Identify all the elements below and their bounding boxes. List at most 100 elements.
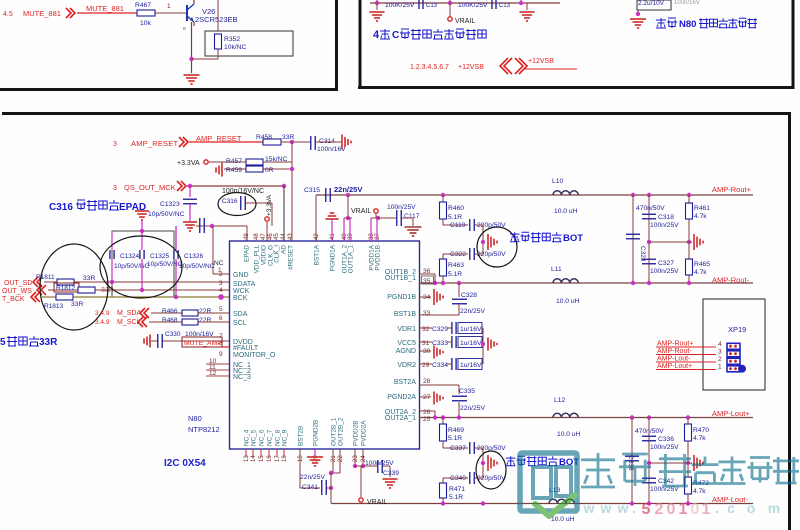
svg-text:4.7k: 4.7k (694, 269, 707, 276)
svg-text:GND: GND (233, 272, 249, 279)
svg-text:47: 47 (261, 233, 267, 240)
svg-text:I2C 0X54: I2C 0X54 (164, 458, 206, 469)
svg-text:C328: C328 (461, 292, 477, 299)
svg-text:OUT1A_2: OUT1A_2 (342, 245, 349, 274)
svg-text:w: w (600, 500, 612, 516)
svg-text:BST1B: BST1B (394, 311, 417, 318)
svg-text:21: 21 (331, 455, 337, 462)
svg-text:MUTE_881: MUTE_881 (23, 9, 61, 18)
svg-text:R467: R467 (135, 2, 151, 9)
svg-text:2: 2 (655, 501, 664, 518)
svg-text:44: 44 (281, 233, 287, 240)
svg-text:C330: C330 (165, 331, 181, 338)
svg-text:24: 24 (361, 455, 367, 462)
svg-text:AMP-Rout+: AMP-Rout+ (712, 185, 752, 194)
svg-text:C13: C13 (499, 3, 511, 9)
svg-text:+3.3VA: +3.3VA (266, 194, 273, 216)
svg-text:w: w (617, 500, 629, 516)
svg-text:22R: 22R (199, 317, 211, 324)
svg-text:R458: R458 (256, 134, 272, 141)
svg-text:10p/50V/NC: 10p/50V/NC (179, 263, 215, 270)
svg-text:22R: 22R (199, 308, 211, 315)
svg-text:100n/16V: 100n/16V (317, 146, 346, 153)
svg-text:OUT1A_1: OUT1A_1 (348, 245, 355, 274)
svg-text:CLK_O: CLK_O (268, 245, 275, 266)
svg-text:16: 16 (267, 455, 273, 462)
svg-text:10.0 uH: 10.0 uH (551, 516, 575, 523)
svg-text:V26: V26 (202, 7, 215, 16)
svg-text:R463: R463 (448, 262, 464, 269)
svg-text:100n/16V: 100n/16V (185, 331, 214, 338)
svg-text:SDA: SDA (233, 311, 248, 318)
svg-text:QS_OUT_MCK: QS_OUT_MCK (124, 183, 176, 192)
svg-text:10p/50V/NC: 10p/50V/NC (147, 261, 183, 268)
svg-text:NC: NC (214, 260, 224, 267)
svg-text:49: 49 (244, 233, 250, 240)
svg-text:AD: AD (281, 245, 288, 254)
svg-text:10: 10 (209, 358, 217, 365)
svg-text:M_SDA: M_SDA (117, 310, 141, 317)
svg-text:EPAD: EPAD (244, 245, 251, 262)
svg-text:13: 13 (244, 455, 250, 462)
svg-text:10p/50V/NC: 10p/50V/NC (148, 211, 185, 218)
svg-text:470n/50V: 470n/50V (635, 428, 664, 435)
svg-text:BST2A: BST2A (394, 379, 417, 386)
svg-text:PVDD2B: PVDD2B (353, 420, 360, 446)
svg-text:5.1R: 5.1R (448, 214, 462, 221)
svg-text:R465: R465 (694, 261, 710, 268)
svg-text:C338: C338 (627, 455, 634, 471)
svg-text:10k/NC: 10k/NC (224, 44, 246, 51)
svg-text:2: 2 (219, 271, 223, 278)
svg-text:L11: L11 (551, 266, 562, 273)
svg-text:4: 4 (373, 29, 380, 41)
svg-text:2.2u/10V: 2.2u/10V (638, 0, 665, 7)
svg-text:R466: R466 (162, 308, 178, 315)
svg-text:5.1R: 5.1R (448, 435, 462, 442)
svg-text:1.2.3.4.5.6.7: 1.2.3.4.5.6.7 (410, 64, 449, 71)
svg-text:6: 6 (219, 315, 223, 322)
svg-text:33R: 33R (39, 337, 58, 348)
svg-text:+12VSB: +12VSB (458, 64, 484, 71)
svg-text:220p/50V: 220p/50V (477, 475, 506, 482)
svg-text:AMP-Lout+: AMP-Lout+ (657, 363, 692, 370)
svg-text:2SCR523EB: 2SCR523EB (195, 15, 238, 24)
svg-text:0R: 0R (265, 167, 274, 174)
svg-text:R469: R469 (448, 427, 464, 434)
svg-text:C: C (392, 30, 399, 41)
svg-text:PGND1B: PGND1B (387, 294, 416, 301)
svg-text:OUT2A_1: OUT2A_1 (385, 415, 416, 422)
svg-text:4.7k: 4.7k (693, 435, 706, 442)
svg-text:43: 43 (288, 233, 294, 240)
svg-text:NC_9: NC_9 (282, 429, 289, 446)
svg-text:OUT_SD: OUT_SD (4, 280, 32, 287)
svg-text:3.4.9: 3.4.9 (95, 319, 110, 326)
svg-text:C323: C323 (639, 246, 646, 262)
svg-text:1: 1 (702, 501, 711, 518)
svg-text:26: 26 (423, 409, 431, 416)
svg-text:VDR2: VDR2 (397, 362, 416, 369)
svg-text:AGND: AGND (396, 348, 416, 355)
svg-text:NC_7: NC_7 (267, 429, 274, 446)
svg-text:3: 3 (718, 349, 722, 356)
svg-text:11: 11 (209, 364, 216, 371)
svg-text:VDR1: VDR1 (397, 326, 416, 333)
svg-text:1: 1 (218, 267, 222, 274)
svg-text:5.1R: 5.1R (449, 494, 463, 501)
svg-text:1: 1 (167, 3, 171, 10)
svg-text:C1323: C1323 (160, 201, 180, 208)
svg-text:33: 33 (423, 310, 431, 317)
svg-text:100n/25V: 100n/25V (387, 204, 416, 211)
svg-text:9: 9 (219, 351, 223, 358)
svg-text:MUTE_AMP: MUTE_AMP (184, 340, 222, 347)
svg-text:.: . (632, 500, 636, 516)
svg-text:BOT: BOT (563, 233, 583, 244)
svg-text:1: 1 (718, 364, 722, 371)
svg-text:38: 38 (369, 233, 375, 240)
svg-text:AMP-Rout+: AMP-Rout+ (657, 341, 693, 348)
svg-text:10.0 uH: 10.0 uH (556, 298, 580, 305)
svg-text:AMP-Rout-: AMP-Rout- (712, 276, 750, 285)
svg-text:NC_8: NC_8 (275, 429, 282, 446)
svg-text:33R: 33R (282, 134, 294, 141)
svg-text:#RESET: #RESET (288, 245, 295, 270)
svg-text:OUT2B_2: OUT2B_2 (338, 417, 345, 446)
